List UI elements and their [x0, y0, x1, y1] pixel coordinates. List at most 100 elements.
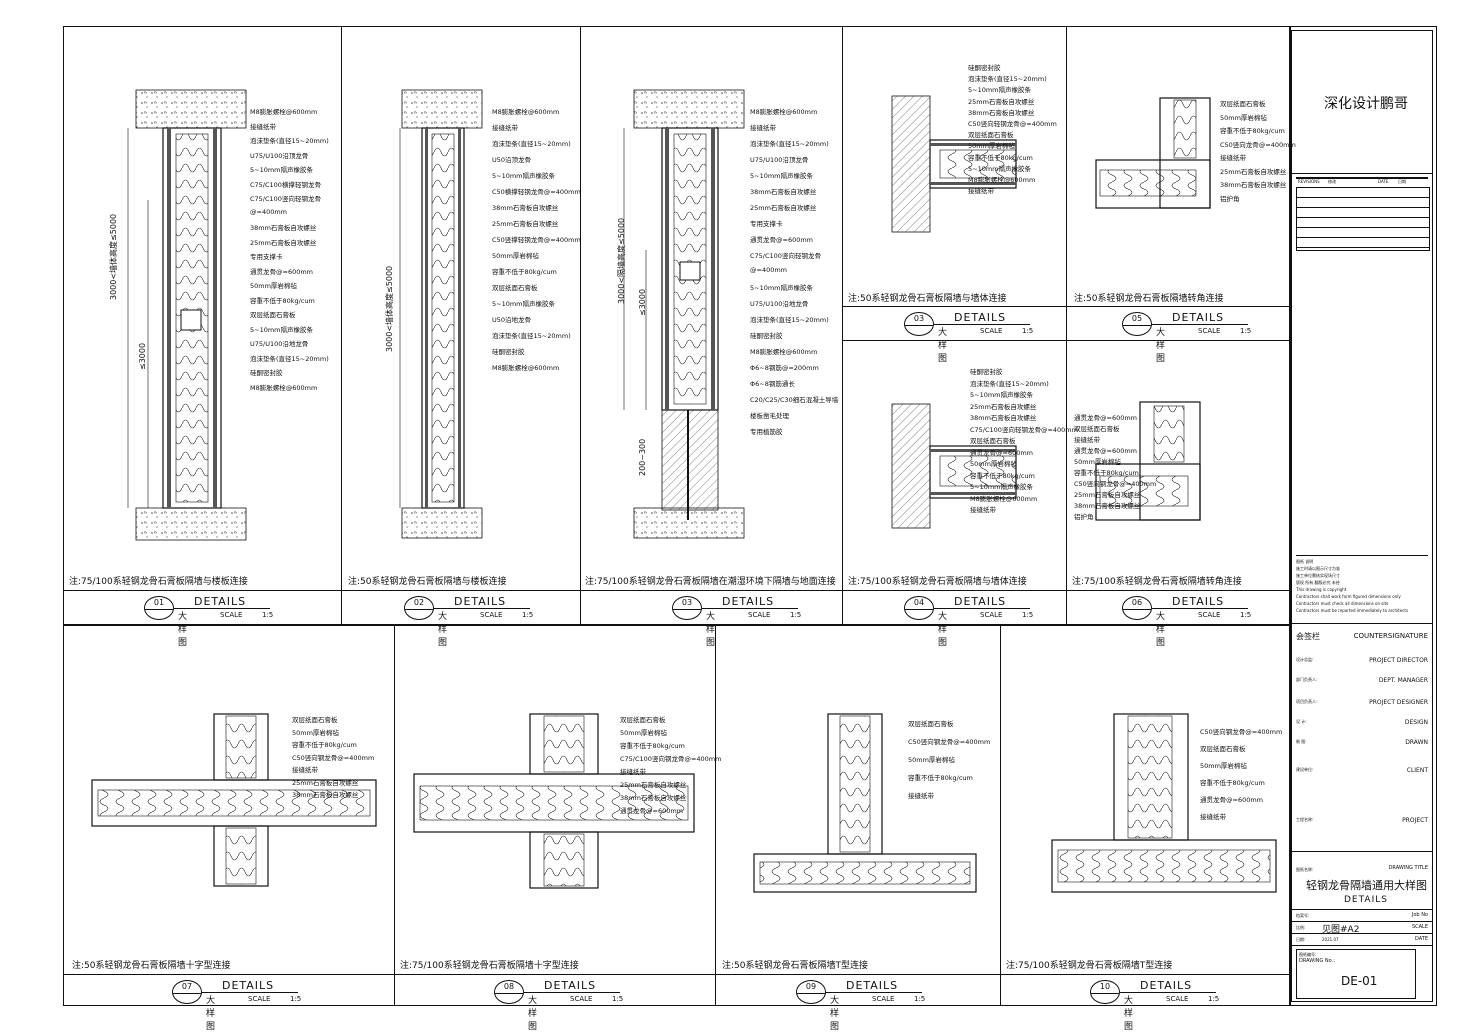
row-en: PROJECT	[1402, 817, 1428, 824]
detail-title: DETAILS	[954, 595, 1007, 608]
callout-label: 5~10mm隔声橡胶条	[492, 300, 556, 308]
callout-label: 38mm石膏板自攻螺丝	[620, 794, 687, 802]
callout-label: 50mm厚岩棉毡	[492, 252, 539, 260]
detail-scale: 1:5	[1022, 611, 1034, 619]
tb-date-cn: 日期:	[1296, 937, 1306, 942]
detail-scale: 1:5	[290, 995, 302, 1003]
callout-label: 50mm厚岩棉毡	[908, 756, 955, 764]
dwgno-en: DRAWING No.:	[1299, 958, 1335, 964]
callout-label: 容重不低于80kg/cum	[620, 742, 685, 750]
grid-line	[63, 624, 1290, 626]
grid-line	[842, 306, 1290, 307]
callout-label: 泡沫垫条(直径15~20mm)	[492, 140, 571, 148]
callout-label: 容重不低于80kg/cum	[1074, 469, 1139, 477]
callout-label: 5~10mm隔声橡胶条	[968, 164, 1032, 173]
callout-label: 5~10mm隔声橡胶条	[750, 284, 814, 292]
callout-label: C75/C100竖向钢龙骨@=400mm	[620, 755, 722, 763]
callout-label: 泡沫垫条(直径15~20mm)	[968, 75, 1047, 84]
callout-label: 双层纸面石膏板	[250, 311, 296, 319]
callout-label: 容重不低于80kg/cum	[1200, 779, 1265, 787]
callout-label: M8膨胀螺栓@600mm	[250, 108, 318, 116]
callout-label: 5~10mm隔声橡胶条	[492, 172, 556, 180]
tb-note: 施工时请以图示尺寸为准	[1296, 566, 1340, 571]
callout-label: 容重不低于80kg/cum	[970, 471, 1035, 480]
callout-label: 双层纸面石膏板	[1200, 745, 1246, 753]
detail-number-circle: 03	[904, 312, 934, 336]
detail-number: 06	[1123, 597, 1151, 610]
callout-label: C50竖向钢龙骨@=400mm	[292, 753, 375, 762]
callout-label: 双层纸面石膏板	[492, 284, 538, 292]
detail-title-cn: 大样图	[1156, 612, 1166, 648]
callout-label: 泡沫垫条(直径15~20mm)	[750, 140, 829, 148]
callout-label: 泡沫垫条(直径15~20mm)	[492, 332, 571, 340]
detail-scale-label: SCALE	[1166, 995, 1189, 1003]
callout-label: 容重不低于80kg/cum	[250, 296, 315, 305]
detail-scale: 1:5	[914, 995, 926, 1003]
detail-note: 注:50系轻钢龙骨石膏板隔墙与楼板连接	[348, 577, 507, 587]
detail-scale-label: SCALE	[748, 611, 771, 619]
detail-09-drawing	[413, 713, 695, 889]
callout-label: 铝护角	[1220, 194, 1240, 203]
detail-11-drawing	[1051, 713, 1277, 893]
dimension-label: 3000<墙体高度≤5000	[109, 213, 118, 300]
callout-label: 接缝纸带	[1220, 154, 1246, 162]
callout-label: 通贯龙骨@=600mm	[250, 267, 314, 276]
detail-scale-label: SCALE	[480, 611, 503, 619]
grid-line	[394, 624, 395, 1006]
callout-label: 38mm石膏板自攻螺丝	[968, 108, 1035, 117]
detail-title: DETAILS	[1140, 979, 1193, 992]
detail-number: 10	[1091, 981, 1119, 994]
tb-date-en: DATE	[1414, 936, 1428, 942]
callout-label: U75/U100沿地龙骨	[750, 300, 809, 308]
detail-number: 07	[173, 981, 201, 994]
detail-title-cn: 大样图	[938, 328, 948, 364]
detail-scale: 1:5	[522, 611, 534, 619]
detail-title: DETAILS	[454, 595, 507, 608]
callout-label: 接缝纸带	[250, 122, 276, 131]
dimension-label: ≤3000	[138, 342, 147, 370]
callout-label: 双层纸面石膏板	[1220, 100, 1266, 108]
callout-label: M8膨胀螺栓@600mm	[250, 383, 318, 392]
callout-label: 50mm厚岩棉毡	[970, 460, 1017, 468]
callout-label: 接缝纸带	[492, 124, 518, 132]
detail-note: 注:75/100系轻钢龙骨石膏板隔墙与楼板连接	[69, 577, 248, 587]
tb-note: 图纸 说明	[1296, 559, 1314, 564]
grid-line	[580, 26, 581, 624]
detail-note: 注:75/100系轻钢龙骨石膏板隔墙十字型连接	[400, 961, 579, 971]
callout-label: C50横撑轻钢龙骨@=400mm	[492, 188, 581, 196]
callout-label: 双层纸面石膏板	[908, 720, 954, 728]
callout-label: 双层纸面石膏板	[970, 437, 1016, 445]
callout-label: 5~10mm隔声橡胶条	[968, 86, 1032, 95]
grid-line	[1066, 26, 1067, 624]
detail-title: DETAILS	[222, 979, 275, 992]
callout-label: 25mm石膏板自攻螺丝	[250, 238, 317, 247]
callout-label: 50mm厚岩棉毡	[1200, 762, 1247, 770]
detail-scale-label: SCALE	[872, 995, 895, 1003]
callout-label: C50竖撑轻钢龙骨@=400mm	[492, 236, 581, 244]
callout-label: 50mm厚岩棉毡	[1074, 458, 1121, 466]
callout-label: U75/U100沿顶龙骨	[750, 156, 809, 164]
callout-label: M8膨胀螺栓@600mm	[750, 108, 818, 116]
callout-label: 5~10mm隔声橡胶条	[250, 166, 314, 174]
detail-number-circle: 01	[144, 596, 174, 620]
callout-label: 25mm石膏板自攻螺丝	[1220, 167, 1287, 176]
detail-title-cn: 大样图	[438, 612, 448, 648]
tb-note: Contractors shall work form figured dime…	[1296, 594, 1401, 599]
detail-number-circle: 07	[172, 980, 202, 1004]
callout-label: 38mm石膏板自攻螺丝	[1074, 502, 1141, 510]
callout-label: 通贯龙骨@=600mm	[970, 448, 1034, 457]
callout-label: C75/C100竖向轻钢龙骨	[750, 252, 821, 260]
callout-label: C50竖向钢龙骨@=400mm	[1200, 728, 1283, 736]
revisions-label: REVISIONS	[1298, 179, 1320, 184]
callout-label: 50mm厚岩棉毡	[968, 142, 1015, 151]
detail-note: 注:50系轻钢龙骨石膏板隔墙T型连接	[722, 961, 868, 971]
detail-04-drawing	[891, 95, 1017, 233]
tb-note: This drawing is copyright	[1296, 587, 1347, 592]
detail-03-drawing	[623, 89, 745, 539]
row-cn: 设计总监:	[1296, 657, 1314, 662]
grid-line	[1000, 624, 1001, 1006]
detail-scale-label: SCALE	[980, 327, 1003, 335]
drawing-title: 轻钢龙骨隔墙通用大样图	[1306, 879, 1427, 892]
dimension-label: 3000<隔墙高度≤5000	[617, 217, 626, 304]
callout-label: 双层纸面石膏板	[620, 716, 666, 724]
